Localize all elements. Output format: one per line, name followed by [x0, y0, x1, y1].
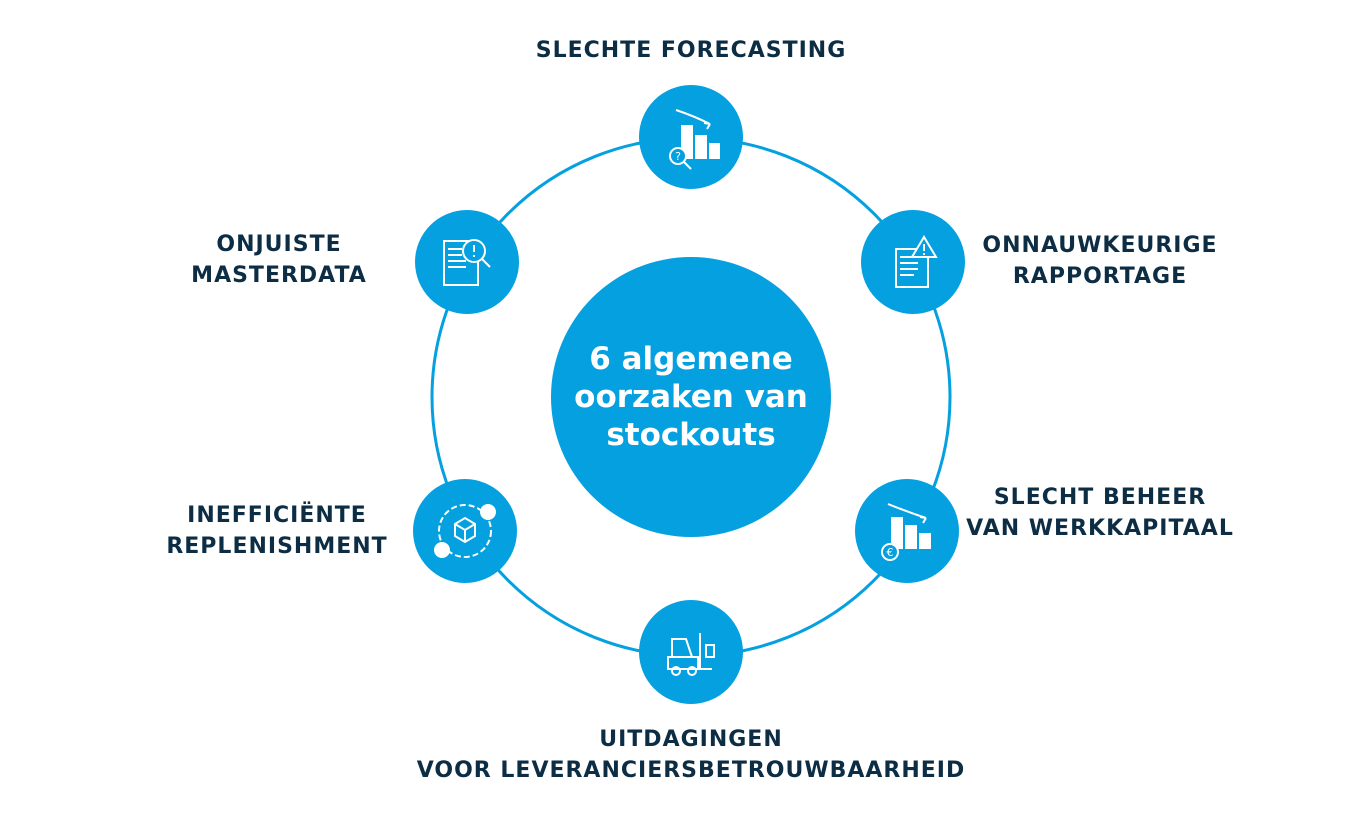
cause-label-leveranciersbetrouwbaarheid: UITDAGINGEN VOOR LEVERANCIERSBETROUWBAARH…	[417, 724, 966, 786]
label-line: ONNAUWKEURIGE	[982, 233, 1218, 258]
label-line: VAN WERKKAPITAAL	[966, 516, 1234, 541]
center-line: stockouts	[606, 417, 776, 453]
svg-text:?: ?	[675, 150, 681, 163]
bar-chart-euro-icon: €	[855, 479, 959, 583]
forklift-icon	[639, 600, 743, 704]
label-line: SLECHTE FORECASTING	[535, 38, 847, 63]
cause-label-onnauwkeurige-rapportage: ONNAUWKEURIGE RAPPORTAGE	[982, 230, 1217, 292]
label-line: SLECHT BEHEER	[993, 485, 1207, 510]
label-line: RAPPORTAGE	[1012, 264, 1188, 289]
center-line: oorzaken van	[574, 379, 808, 415]
svg-text:€: €	[887, 546, 894, 559]
package-cycle-icon	[413, 479, 517, 583]
document-warning-icon	[861, 210, 965, 314]
document-search-icon	[415, 210, 519, 314]
bar-chart-decline-question-icon: ?	[639, 85, 743, 189]
label-line: REPLENISHMENT	[166, 534, 388, 559]
label-line: INEFFICIËNTE	[187, 503, 367, 528]
cause-label-slechte-forecasting: SLECHTE FORECASTING	[536, 35, 847, 66]
center-title: 6 algemene oorzaken van stockouts	[551, 257, 831, 537]
label-line: VOOR LEVERANCIERSBETROUWBAARHEID	[416, 758, 966, 783]
cause-label-replenishment: INEFFICIËNTE REPLENISHMENT	[166, 500, 387, 562]
label-line: MASTERDATA	[191, 263, 367, 288]
cause-label-werkkapitaal: SLECHT BEHEER VAN WERKKAPITAAL	[966, 482, 1234, 544]
label-line: ONJUISTE	[216, 232, 342, 257]
cause-label-masterdata: ONJUISTE MASTERDATA	[191, 229, 367, 291]
center-line: 6 algemene	[589, 341, 793, 377]
label-line: UITDAGINGEN	[599, 727, 783, 752]
